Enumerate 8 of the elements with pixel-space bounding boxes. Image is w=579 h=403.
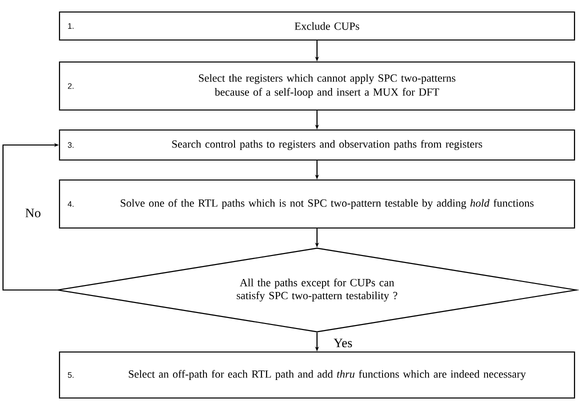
step-text: Select an off-path for each RTL path and add thru functions which are indeed necessary	[128, 370, 526, 380]
step-text: Exclude CUPs	[294, 22, 360, 30]
step-text: Select the registers which cannot apply SPC two-patterns because of a self-loop and insert a MUX for DFT	[199, 74, 456, 98]
step-text: Search control paths to registers and observation paths from registers	[172, 140, 482, 150]
decision-text: All the paths except for CUPs can satisfy SPC two-pattern testability ?	[236, 278, 398, 302]
step-text: Solve one of the RTL paths which is not SPC two-pattern testable by adding hold functions	[120, 198, 534, 210]
edge-label: No	[24, 208, 42, 218]
edge-label: Yes	[332, 338, 354, 348]
